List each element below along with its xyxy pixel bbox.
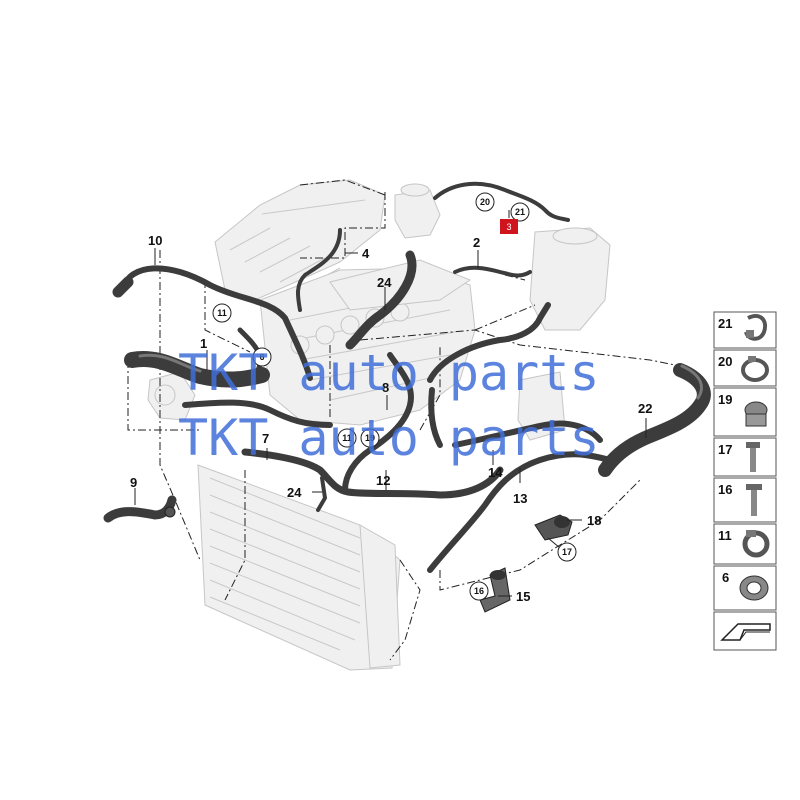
svg-text:21: 21	[718, 316, 732, 331]
small-parts	[164, 506, 573, 613]
legend-item-17: 17	[713, 437, 777, 477]
legend-item-20: 20	[713, 349, 777, 387]
hoses	[103, 181, 711, 573]
leader-lines	[134, 210, 647, 597]
svg-text:19: 19	[365, 433, 375, 443]
circled-16: 16	[469, 581, 489, 601]
callout-13: 13	[513, 491, 527, 506]
part-18-grommet	[534, 514, 573, 541]
svg-text:21: 21	[515, 207, 525, 217]
callout-9: 9	[130, 475, 137, 490]
svg-text:16: 16	[718, 482, 732, 497]
legend-item-6: 6	[713, 565, 777, 611]
callout-18: 18	[587, 513, 601, 528]
svg-text:11: 11	[342, 433, 352, 443]
radiator-ghost	[197, 464, 401, 671]
watermark: TKT auto parts TKT auto parts	[178, 344, 599, 467]
svg-text:3: 3	[506, 222, 511, 232]
circled-19: 19	[360, 428, 380, 448]
legend-arrow-cell	[713, 611, 777, 651]
callout-14: 14	[488, 465, 503, 480]
watermark-line-1: TKT auto parts	[178, 344, 599, 402]
callout-22: 22	[638, 401, 652, 416]
svg-text:20: 20	[480, 197, 490, 207]
svg-text:19: 19	[718, 392, 732, 407]
legend-item-11: 11	[713, 523, 777, 565]
callout-4: 4	[362, 246, 370, 261]
svg-text:17: 17	[718, 442, 732, 457]
legend-item-21: 21	[713, 311, 777, 349]
circled-11b: 11	[337, 428, 357, 448]
callout-1: 1	[200, 336, 207, 351]
engine-ghost	[214, 179, 476, 426]
circled-labels: 11 6 20 21 19 11 17 16	[212, 192, 577, 601]
svg-text:11: 11	[718, 528, 732, 543]
part-9-clamp	[164, 506, 176, 518]
circled-20: 20	[475, 192, 495, 212]
svg-text:20: 20	[718, 354, 732, 369]
circled-11: 11	[212, 303, 232, 323]
circled-21: 21	[510, 202, 530, 222]
circled-6: 6	[252, 347, 272, 367]
callout-labels: 10 1 2 4 24 8 7 9 24 12 14 13 18 22 15	[130, 233, 652, 604]
callout-15: 15	[516, 589, 530, 604]
callout-23: 24	[377, 275, 392, 290]
highlight-badge-3: 3	[500, 219, 518, 234]
callout-12: 12	[376, 473, 390, 488]
svg-text:11: 11	[217, 308, 227, 318]
callout-7: 7	[262, 431, 269, 446]
svg-text:17: 17	[562, 547, 572, 557]
callout-2: 2	[473, 235, 480, 250]
callout-10: 10	[148, 233, 162, 248]
legend-item-19: 19	[713, 387, 777, 437]
part-15-bracket	[479, 567, 511, 613]
watermark-line-2: TKT auto parts	[178, 409, 599, 467]
callout-24: 24	[287, 485, 302, 500]
svg-text:16: 16	[474, 586, 484, 596]
legend: 21 20 19 17 16	[713, 311, 777, 651]
svg-text:6: 6	[259, 352, 264, 362]
svg-text:6: 6	[722, 570, 729, 585]
callout-8: 8	[382, 380, 389, 395]
legend-item-16: 16	[713, 477, 777, 523]
circled-17: 17	[557, 542, 577, 562]
